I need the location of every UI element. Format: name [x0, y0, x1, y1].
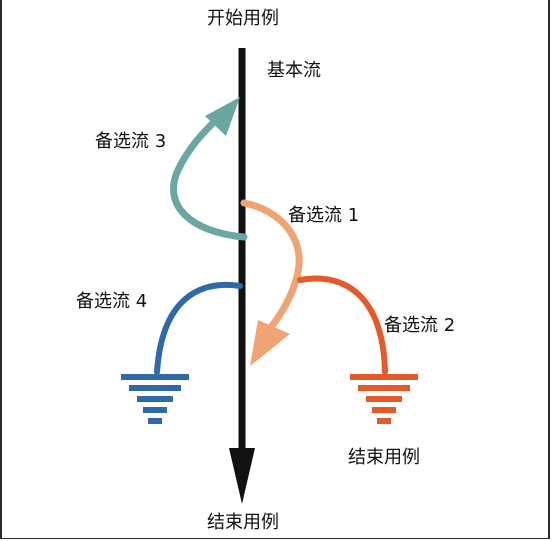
alt-flow-3-curve — [170, 114, 248, 241]
alt-flow-1-arrowhead — [250, 320, 290, 366]
alt-flow-1-label: 备选流 1 — [288, 205, 359, 226]
alt-flow-2-curve — [297, 275, 388, 375]
alt-flow-4-arrow — [121, 282, 243, 424]
alt-end-label: 结束用例 — [348, 447, 420, 468]
basic-flow-arrow — [229, 48, 255, 504]
alt-flow-2-arrow — [297, 275, 418, 424]
alt-flow-2-label: 备选流 2 — [384, 315, 455, 336]
alt-flow-2-ground-icon — [350, 374, 418, 424]
start-label: 开始用例 — [207, 8, 279, 29]
alt-flow-4-label: 备选流 4 — [76, 291, 147, 312]
basic-flow-arrowhead — [229, 448, 255, 504]
alt-flow-4-ground-icon — [121, 374, 189, 424]
alt-flow-1-arrow — [240, 199, 303, 366]
alt-flow-3-arrow — [170, 97, 248, 241]
alt-flow-3-label: 备选流 3 — [95, 131, 166, 152]
basic-flow-label: 基本流 — [267, 60, 321, 81]
main-end-label: 结束用例 — [207, 512, 279, 533]
alt-flow-3-arrowhead — [205, 97, 240, 136]
alt-flow-1-curve — [240, 199, 303, 330]
alt-flow-4-curve — [154, 282, 243, 375]
